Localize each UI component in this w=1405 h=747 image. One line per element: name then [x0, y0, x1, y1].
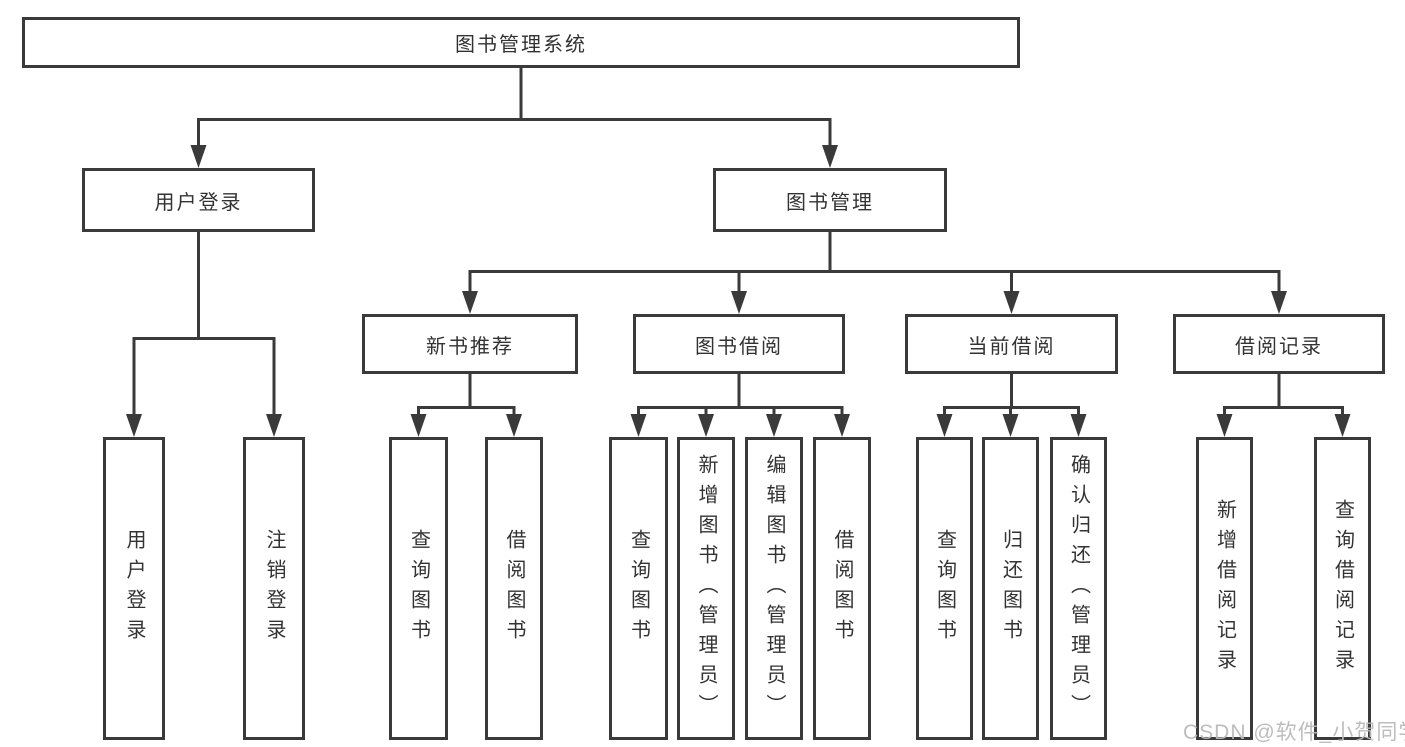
leaf-records-query-record: 查询借阅记录	[1314, 437, 1371, 740]
node-library-management-system: 图书管理系统	[22, 17, 1020, 68]
leaf-logout-login: 注销登录	[243, 437, 305, 740]
node-book-borrow: 图书借阅	[633, 314, 845, 374]
leaf-recommend-query-books: 查询图书	[389, 437, 448, 740]
csdn-watermark: CSDN @软件_小贺同学	[1183, 721, 1405, 744]
leaf-current-return-books: 归还图书	[982, 437, 1039, 740]
leaf-borrow-edit-books-admin: 编辑图书（管理员）	[745, 437, 803, 740]
node-user-login: 用户登录	[82, 168, 315, 232]
leaf-current-query-books: 查询图书	[916, 437, 973, 740]
leaf-user-login: 用户登录	[103, 437, 165, 740]
leaf-recommend-borrow-books: 借阅图书	[485, 437, 543, 740]
leaf-records-add-record: 新增借阅记录	[1196, 437, 1253, 740]
leaf-borrow-add-books-admin: 新增图书（管理员）	[677, 437, 735, 740]
leaf-borrow-borrow-books: 借阅图书	[813, 437, 871, 740]
leaf-current-confirm-return-admin: 确认归还（管理员）	[1050, 437, 1107, 740]
node-book-management: 图书管理	[713, 168, 947, 232]
node-borrow-records: 借阅记录	[1173, 314, 1385, 374]
leaf-borrow-query-books: 查询图书	[609, 437, 668, 740]
node-new-book-recommend: 新书推荐	[362, 314, 578, 374]
node-current-borrow: 当前借阅	[905, 314, 1118, 374]
